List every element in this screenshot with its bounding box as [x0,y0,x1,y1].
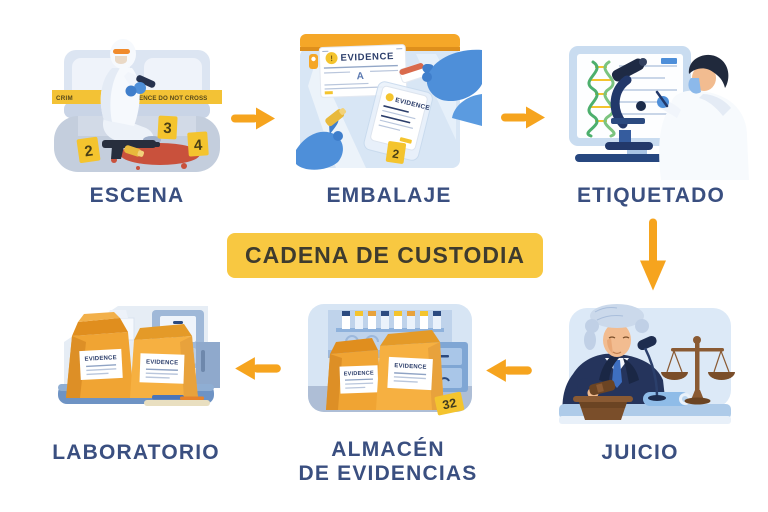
evidence-marker-4: 4 [187,131,209,157]
small-evidence-bag: EVIDENCE [363,81,433,161]
arrow-almacen-to-laboratorio [231,355,285,382]
evidence-bag-1: EVIDENCE [326,338,382,410]
pen [655,90,669,108]
step-label-laboratorio: LABORATORIO [52,441,220,464]
face-mask [688,78,701,94]
left-arrow-icon [235,357,281,380]
monogram: A [356,71,364,82]
embalaje-illustration: ! EVIDENCE A [296,30,482,180]
evidence-bag-1: EVIDENCE [66,312,134,398]
bag-label: EVIDENCE [344,370,374,377]
svg-text:2: 2 [391,147,400,162]
microphone [637,335,666,401]
evidence-bag-2: EVIDENCE [130,324,198,398]
arrow-juicio-to-almacen [482,357,536,384]
arrow-escena-to-embalaje [229,105,277,132]
alert-icon [325,52,338,65]
svg-text:32: 32 [441,396,458,413]
svg-text:2: 2 [83,142,94,160]
test-tubes [342,311,441,329]
tie [612,360,622,388]
step-label-escena: ESCENA [89,184,185,207]
step-label-juicio: JUICIO [601,441,679,464]
bag-label: EVIDENCE [394,363,427,371]
laboratorio-illustration: EVIDENCE EVIDENCE [48,298,226,432]
evidence-marker-2: 2 [76,136,101,164]
step-label-almacen-line1: ALMACÉN [331,438,445,461]
bullet-casing [124,145,145,157]
evidence-marker-3: 3 [157,115,178,140]
evidence-bag-2: EVIDENCE [376,330,444,410]
hair [688,54,729,88]
down-arrow-icon [640,218,666,291]
svg-text:!: ! [330,54,333,63]
wig [584,304,649,350]
evidence-tag-2: 2 [385,141,407,164]
zipper-pull [309,54,318,69]
left-arrow-icon [486,359,532,382]
microscope [605,58,653,150]
tape-text-right: ENCE DO NOT CROSS [139,95,207,102]
arrow-etiquetado-to-juicio [635,216,671,293]
gavel [589,379,616,396]
evidence-tag-32: 32 [434,391,465,416]
svg-text:3: 3 [163,120,172,137]
handgun [102,140,160,159]
escena-illustration: CRIM ENCE DO NOT CROSS 3 [52,28,222,178]
juicio-illustration [545,296,735,438]
svg-text:4: 4 [193,137,203,155]
goggles [113,49,130,54]
right-glove-hand [422,49,482,126]
title-banner: CADENA DE CUSTODIA [227,233,543,278]
right-arrow-icon [231,107,275,130]
step-label-almacen-line2: DE EVIDENCIAS [298,462,478,485]
step-label-almacen: ALMACÉN DE EVIDENCIAS [288,438,488,486]
etiquetado-illustration [553,36,749,180]
scales-of-justice [661,336,735,405]
right-arrow-icon [501,106,545,129]
step-label-embalaje: EMBALAJE [326,184,452,207]
bag-label: EVIDENCE [84,355,117,363]
gavel-sound-block [573,396,633,420]
swab-sample [399,62,427,84]
almacen-illustration: EVIDENCE EVIDENCE [294,298,486,434]
pen-tray [144,395,210,406]
scientist [655,54,749,180]
bag-label: EVIDENCE [146,359,178,366]
bullet-casing [325,108,347,127]
glove [134,82,146,94]
tape-text-left: CRIM [56,95,73,102]
keyboard [575,154,687,162]
forensic-tool [136,75,156,88]
evidence-title: EVIDENCE [340,51,394,64]
arrow-embalaje-to-etiquetado [499,104,547,131]
step-label-etiquetado: ETIQUETADO [576,184,726,207]
